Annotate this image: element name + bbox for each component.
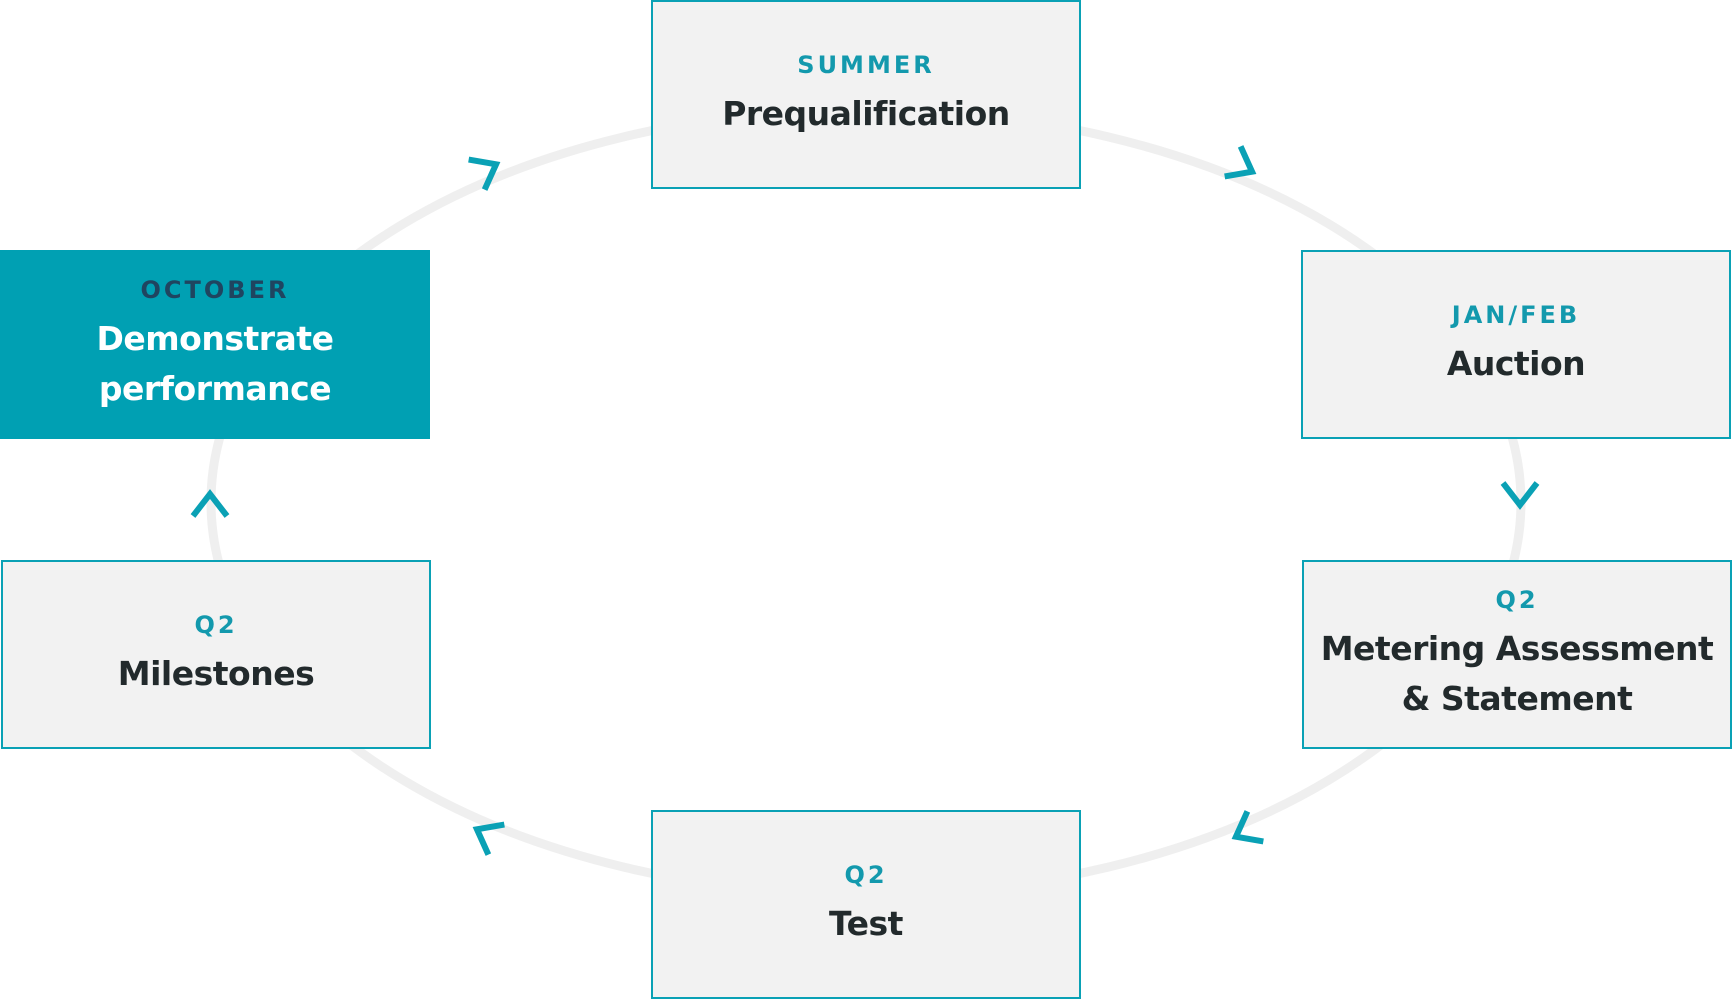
stage-title: Prequalification — [722, 93, 1010, 133]
chevron-icon — [1500, 481, 1540, 510]
chevron-icon — [1224, 145, 1257, 180]
stage-period: OCTOBER — [140, 275, 290, 304]
stage-box-prequalification: SUMMER Prequalification — [651, 0, 1081, 189]
stage-period: SUMMER — [797, 50, 935, 79]
cycle-ring-track — [206, 104, 1526, 900]
stage-title: Demonstrate performance — [96, 318, 334, 408]
stage-period: Q2 — [1495, 585, 1539, 614]
stage-period: JAN/FEB — [1451, 300, 1581, 329]
stage-box-milestones: Q2 Milestones — [1, 560, 431, 749]
stage-box-demonstrate-performance: OCTOBER Demonstrate performance — [0, 250, 430, 439]
stage-box-auction: JAN/FEB Auction — [1301, 250, 1731, 439]
stage-title: Test — [829, 903, 903, 943]
stage-period: Q2 — [194, 610, 238, 639]
chevron-icon — [1231, 810, 1264, 845]
stage-title: Metering Assessment & Statement — [1320, 628, 1714, 718]
chevron-icon — [190, 489, 230, 518]
stage-title: Auction — [1446, 343, 1586, 383]
chevron-icon — [468, 156, 501, 191]
chevron-icon — [472, 821, 505, 856]
stage-box-metering-assessment: Q2 Metering Assessment & Statement — [1302, 560, 1732, 749]
stage-title: Milestones — [117, 653, 315, 693]
stage-period: Q2 — [844, 860, 888, 889]
stage-box-test: Q2 Test — [651, 810, 1081, 999]
